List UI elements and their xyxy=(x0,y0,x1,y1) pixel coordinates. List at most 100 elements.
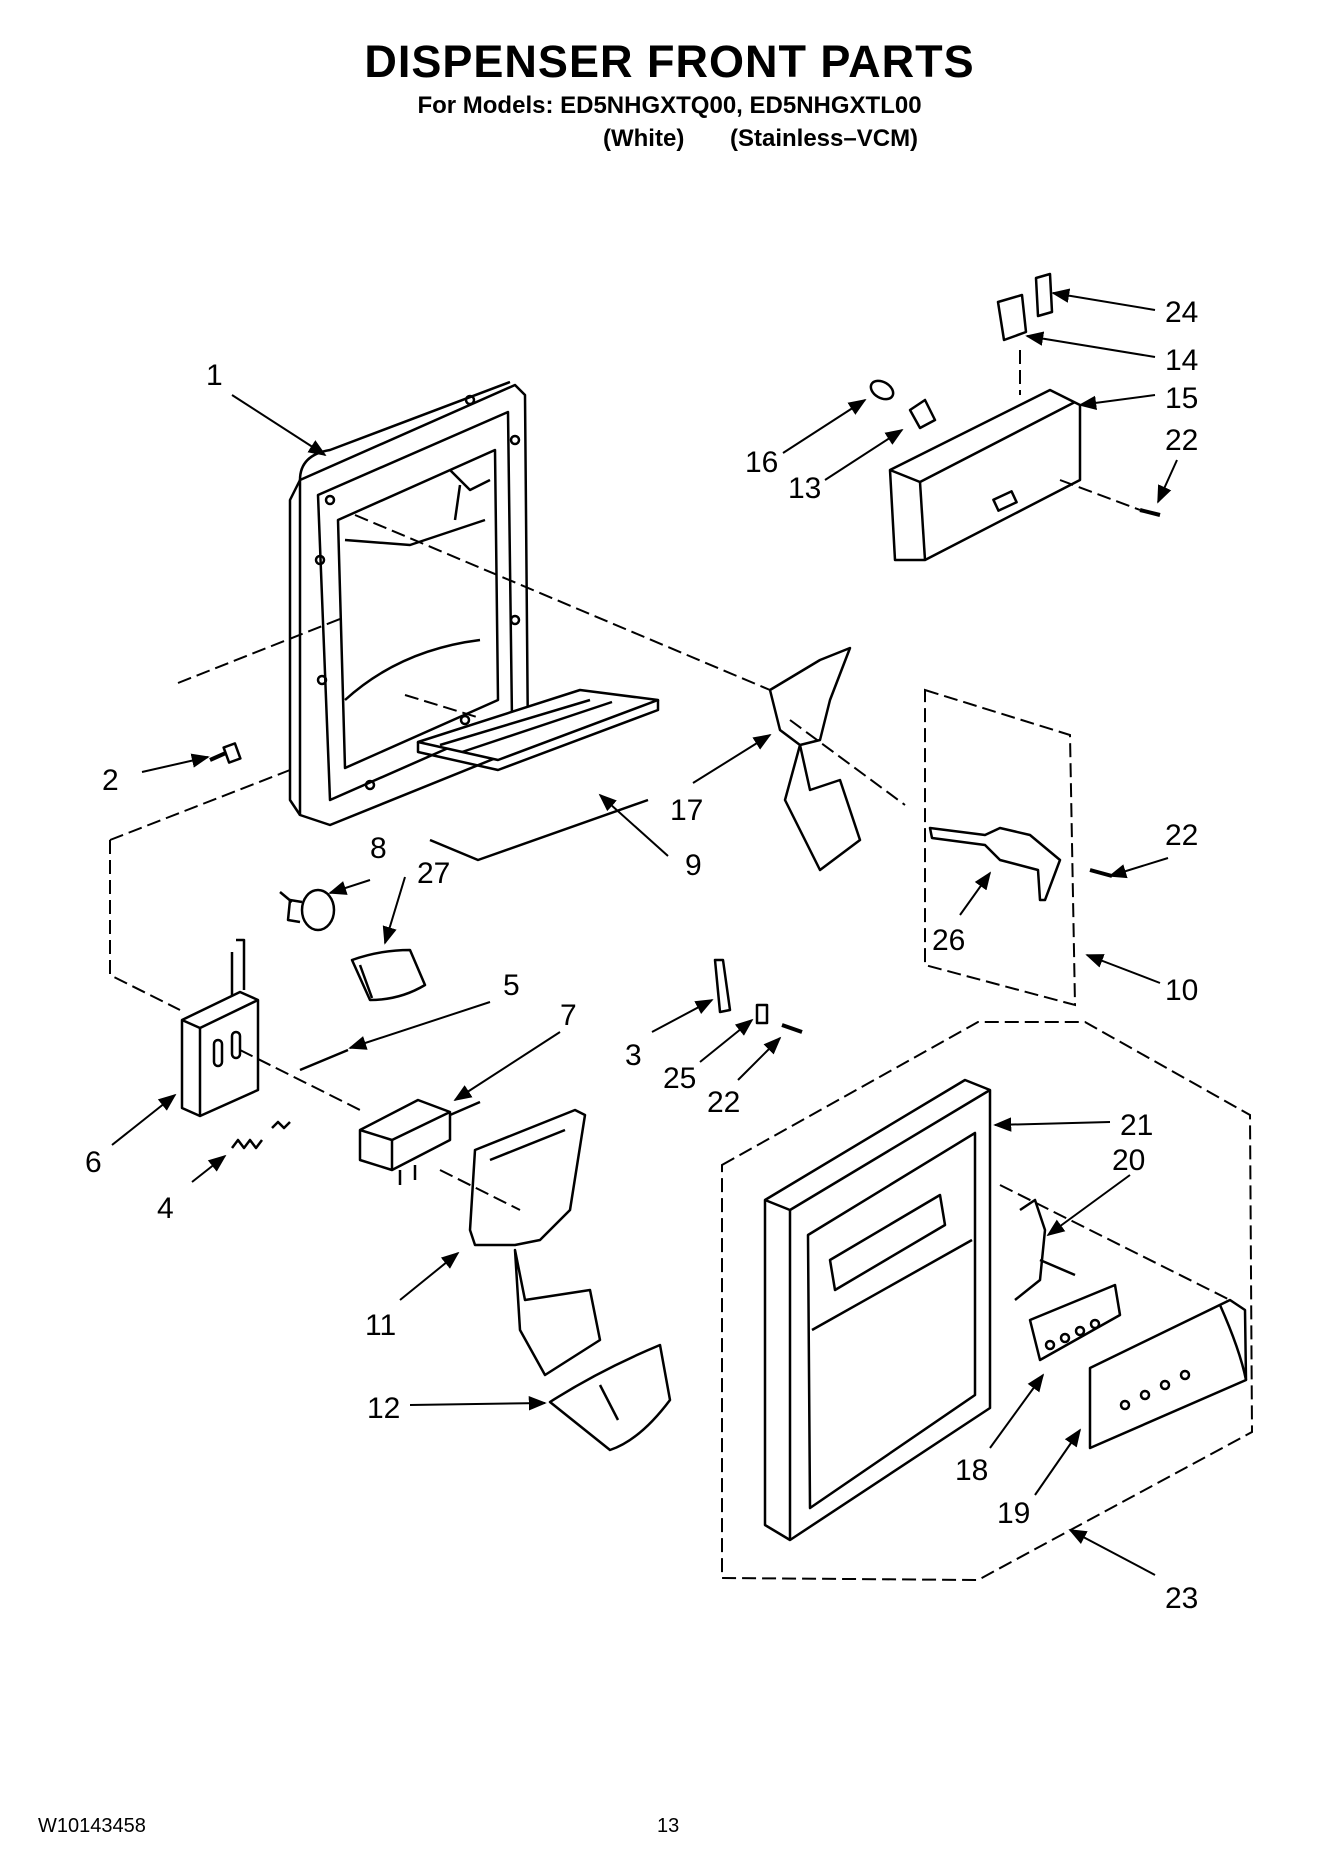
part-6-module xyxy=(180,938,260,1118)
callout-20: 20 xyxy=(1112,1144,1145,1177)
leader-5 xyxy=(348,1001,491,1050)
leader-12 xyxy=(409,1396,547,1411)
dash-housing-to-screw xyxy=(1059,479,1141,511)
document-number: W10143458 xyxy=(38,1815,146,1837)
callout-4: 4 xyxy=(157,1192,174,1225)
assembly-10-boundary xyxy=(924,688,1077,1007)
part-9-drip-tray xyxy=(416,688,660,862)
leader-7 xyxy=(453,1031,561,1101)
callout-14: 14 xyxy=(1165,344,1198,377)
leader-22a xyxy=(1157,459,1178,504)
variant-stainless: (Stainless–VCM) xyxy=(730,125,919,152)
callout-10: 10 xyxy=(1165,974,1198,1007)
part-11-water-lever xyxy=(468,1108,602,1377)
part-14-switch xyxy=(996,293,1028,342)
part-2-screw xyxy=(209,742,242,764)
dash-tray xyxy=(404,694,481,719)
part-12-funnel xyxy=(548,1343,672,1452)
part-20-harness xyxy=(1014,1198,1076,1301)
callout-3: 3 xyxy=(625,1039,642,1072)
part-18-control-board xyxy=(1028,1283,1122,1362)
leader-10 xyxy=(1085,954,1161,984)
callout-16: 16 xyxy=(745,446,778,479)
part-22-screw-c xyxy=(781,1023,803,1034)
callout-7: 7 xyxy=(560,999,577,1032)
part-15-upper-housing xyxy=(888,388,1082,562)
callout-8: 8 xyxy=(370,832,387,865)
callout-19: 19 xyxy=(997,1497,1030,1530)
dash-housing-to-ice-lever xyxy=(354,514,771,691)
variant-white: (White) xyxy=(603,125,685,152)
leader-25 xyxy=(699,1018,754,1063)
leader-21 xyxy=(993,1117,1111,1132)
callout-22-c: 22 xyxy=(707,1086,740,1119)
leader-27 xyxy=(382,876,406,945)
leader-6 xyxy=(111,1093,177,1146)
leader-11 xyxy=(399,1251,460,1301)
part-19-overlay xyxy=(1088,1298,1248,1450)
dash-module-to-actuator xyxy=(239,1049,361,1111)
callout-22-b: 22 xyxy=(1165,819,1198,852)
leader-17 xyxy=(692,734,772,784)
part-3-plate xyxy=(713,958,732,1014)
callout-21: 21 xyxy=(1120,1109,1153,1142)
callout-9: 9 xyxy=(685,849,702,882)
part-22-screw-b xyxy=(1089,868,1113,878)
callout-12: 12 xyxy=(367,1392,400,1425)
part-16-bulb xyxy=(869,379,895,401)
leader-1 xyxy=(231,394,327,456)
part-27-cover xyxy=(350,948,427,1002)
page-number: 13 xyxy=(657,1815,680,1837)
leader-18 xyxy=(989,1373,1045,1449)
callout-17: 17 xyxy=(670,794,703,827)
leader-22b xyxy=(1108,857,1169,879)
leader-8 xyxy=(328,879,371,895)
dash-panel-to-overlay xyxy=(999,1184,1231,1301)
callout-13: 13 xyxy=(788,472,821,505)
leader-3 xyxy=(651,999,714,1033)
callout-1: 1 xyxy=(206,359,223,392)
part-24-insulator xyxy=(1034,272,1054,318)
callout-6: 6 xyxy=(85,1146,102,1179)
leader-4 xyxy=(191,1154,227,1183)
leader-2 xyxy=(141,753,210,773)
callout-5: 5 xyxy=(503,969,520,1002)
page-title: DISPENSER FRONT PARTS xyxy=(364,36,975,87)
leader-14 xyxy=(1025,331,1156,358)
leader-22c xyxy=(737,1036,782,1081)
part-8-motor xyxy=(279,888,336,932)
part-4-spring xyxy=(231,1120,291,1150)
part-5-rod xyxy=(299,1048,349,1072)
part-25-shim xyxy=(755,1003,769,1025)
leader-20 xyxy=(1046,1174,1131,1237)
callout-2: 2 xyxy=(102,764,119,797)
callout-18: 18 xyxy=(955,1454,988,1487)
part-26-bracket xyxy=(928,826,1062,902)
callout-26: 26 xyxy=(932,924,965,957)
dash-module-6-top xyxy=(109,769,291,841)
leader-16 xyxy=(782,399,867,454)
leader-24 xyxy=(1051,288,1156,311)
callout-15: 15 xyxy=(1165,382,1198,415)
callout-23: 23 xyxy=(1165,1582,1198,1615)
part-13-socket xyxy=(908,398,937,430)
leader-15 xyxy=(1078,394,1156,410)
callout-27: 27 xyxy=(417,857,450,890)
part-7-actuator xyxy=(358,1098,481,1185)
part-17-ice-lever xyxy=(768,646,862,872)
leader-13 xyxy=(824,429,904,481)
leader-9 xyxy=(598,793,669,857)
callout-22-a: 22 xyxy=(1165,424,1198,457)
assembly-23-boundary xyxy=(721,1021,1254,1582)
dash-ice-lever-to-bracket xyxy=(789,719,906,806)
leader-19 xyxy=(1034,1428,1082,1496)
callout-25: 25 xyxy=(663,1062,696,1095)
callout-24: 24 xyxy=(1165,296,1198,329)
part-22-screw-a xyxy=(1139,508,1161,517)
part-21-front-panel xyxy=(763,1078,992,1542)
leader-26 xyxy=(959,871,992,916)
models-line: For Models: ED5NHGXTQ00, ED5NHGXTL00 xyxy=(417,92,922,119)
dash-screw-2 xyxy=(177,616,346,684)
dash-module-6 xyxy=(109,840,181,1011)
